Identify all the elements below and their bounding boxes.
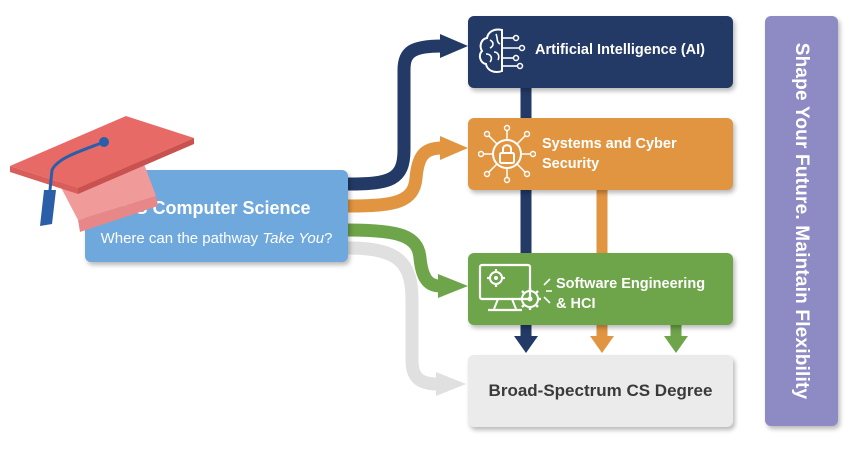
arrow-to-ai-head <box>440 34 468 58</box>
arrow-to-security-head <box>440 136 468 160</box>
arrow-to-broad-head <box>436 372 466 396</box>
arrow-to-security <box>347 141 443 213</box>
lock-circuit-icon <box>478 124 536 184</box>
drop-security-head <box>590 336 614 353</box>
security-label-line2: Security <box>542 156 600 172</box>
arrow-to-ai <box>347 39 443 191</box>
security-pathway-box: Systems and Cyber Security <box>468 118 733 190</box>
source-subtitle: Where can the pathway Take You? <box>85 230 348 247</box>
security-label-line1: Systems and Cyber <box>542 136 677 152</box>
broad-pathway-box: Broad-Spectrum CS Degree <box>468 355 733 427</box>
ai-label: Artificial Intelligence (AI) <box>535 42 705 58</box>
arrow-to-software-head <box>438 274 468 298</box>
drop-software-head <box>664 336 688 353</box>
drop-ai-head <box>514 336 538 353</box>
monitor-gears-icon <box>478 263 552 312</box>
source-title: BS Computer Science <box>122 198 311 218</box>
subtitle-emphasis: Take You <box>262 230 325 247</box>
software-pathway-box: Software Engineering & HCI <box>468 253 733 325</box>
subtitle-suffix: ? <box>324 230 333 247</box>
graduation-cap-icon <box>10 116 194 232</box>
ai-pathway-box: Artificial Intelligence (AI) <box>468 16 733 88</box>
arrow-to-broad <box>347 241 439 391</box>
software-label-line1: Software Engineering <box>556 276 706 292</box>
brain-circuit-icon <box>478 28 526 74</box>
side-banner-text: Shape Your Future. Maintain Flexibility <box>791 42 812 400</box>
arrow-to-software <box>347 223 441 293</box>
source-box: BS Computer Science Where can the pathwa… <box>85 170 348 262</box>
side-banner: Shape Your Future. Maintain Flexibility <box>765 16 838 426</box>
subtitle-prefix: Where can the pathway <box>100 230 263 247</box>
software-label-line2: & HCI <box>556 296 596 312</box>
broad-label: Broad-Spectrum CS Degree <box>488 381 713 400</box>
